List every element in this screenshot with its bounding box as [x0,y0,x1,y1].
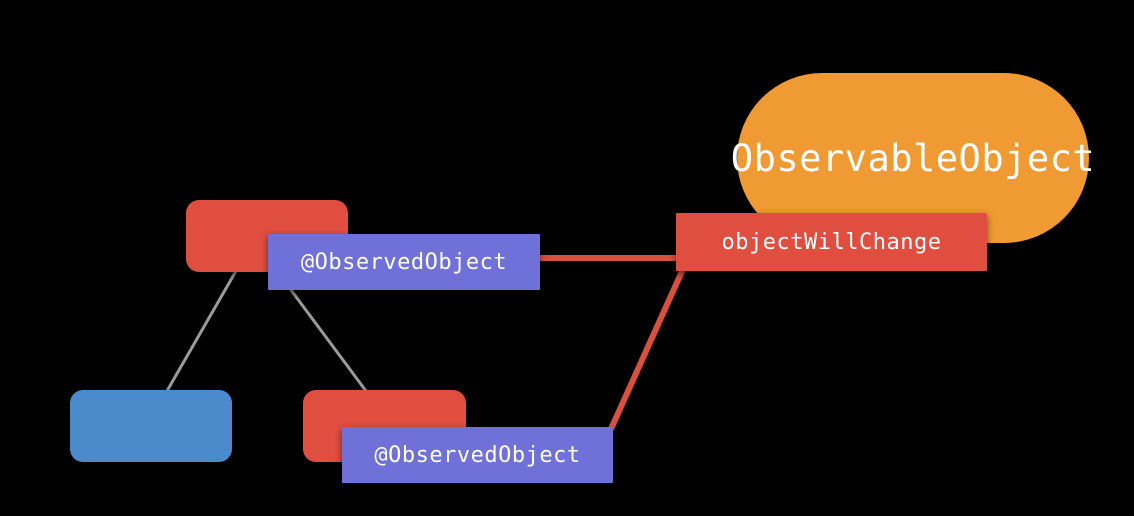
node-observed-object-top[interactable]: @ObservedObject [268,234,540,290]
gray-edge-to-blue-card [165,269,238,393]
gray-edge-to-red-card-bottom [289,288,368,393]
red-edge-objectwillchange-to-observedobject-bottom [608,256,691,431]
node-object-will-change-label: objectWillChange [721,229,942,255]
node-observed-object-bottom-label: @ObservedObject [374,442,581,468]
node-object-will-change[interactable]: objectWillChange [676,213,987,271]
node-blue-card[interactable] [70,390,232,462]
node-observable-object-label: ObservableObject [730,136,1096,180]
node-observed-object-top-label: @ObservedObject [300,249,508,275]
node-observed-object-bottom[interactable]: @ObservedObject [342,427,613,483]
